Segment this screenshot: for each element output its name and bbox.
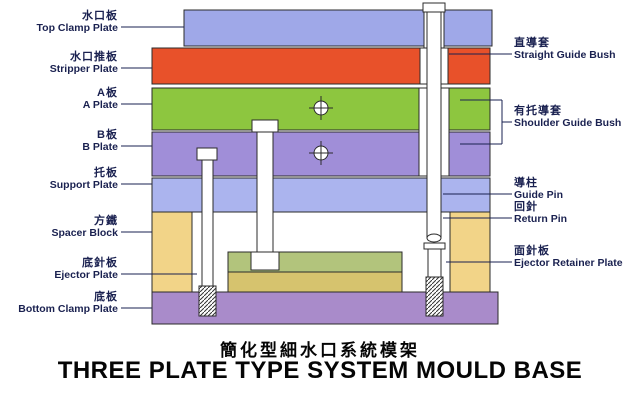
label-return-pin: 回針 Return Pin	[514, 201, 640, 225]
guide-pin-tip	[426, 233, 442, 243]
guide-pin-cap	[422, 2, 446, 13]
label-a-plate-en: A Plate	[82, 99, 118, 111]
label-b-plate-zh: B板	[97, 129, 118, 141]
ejector-guide-pillar-base	[250, 251, 280, 271]
label-b-plate: B板 B Plate	[0, 129, 118, 153]
label-spacer-block-en: Spacer Block	[51, 227, 118, 239]
crosshair-marker-b-plate	[309, 141, 333, 165]
label-ejector-retainer-plate: 面針板 Ejector Retainer Plate	[514, 245, 640, 269]
label-shoulder-guide-bush-zh: 有托導套	[514, 105, 562, 117]
return-pin-thread-hatch	[425, 276, 444, 317]
return-pin-shaft	[427, 248, 442, 278]
label-stripper-plate-en: Stripper Plate	[49, 63, 118, 75]
label-return-pin-en: Return Pin	[514, 213, 568, 225]
label-straight-guide-bush-en: Straight Guide Bush	[514, 49, 616, 61]
label-ejector-plate-zh: 底針板	[82, 257, 118, 269]
label-support-plate-zh: 托板	[94, 167, 118, 179]
label-stripper-plate-zh: 水口推板	[70, 51, 118, 63]
label-spacer-block: 方鐵 Spacer Block	[0, 215, 118, 239]
label-top-clamp-plate-zh: 水口板	[82, 10, 118, 22]
label-guide-pin-zh: 導柱	[514, 177, 538, 189]
crosshair-marker-a-plate	[309, 96, 333, 120]
return-pin-flange	[423, 242, 446, 250]
support-screw-shaft	[201, 159, 214, 287]
label-guide-pin-en: Guide Pin	[514, 189, 564, 201]
spacer-block-right-shape	[449, 211, 491, 293]
ejector-plate-shape	[227, 271, 403, 293]
label-guide-pin: 導柱 Guide Pin	[514, 177, 640, 201]
label-ejector-plate-en: Ejector Plate	[54, 269, 118, 281]
label-support-plate: 托板 Support Plate	[0, 167, 118, 191]
ejector-guide-pillar-shaft	[256, 131, 274, 253]
ejector-guide-pillar-head	[251, 119, 279, 133]
label-a-plate: A板 A Plate	[0, 87, 118, 111]
label-bottom-clamp-plate: 底板 Bottom Clamp Plate	[0, 291, 118, 315]
label-spacer-block-zh: 方鐵	[94, 215, 118, 227]
label-return-pin-zh: 回針	[514, 201, 538, 213]
label-ejector-plate: 底針板 Ejector Plate	[0, 257, 118, 281]
label-top-clamp-plate-en: Top Clamp Plate	[36, 22, 118, 34]
support-screw-head	[196, 147, 218, 161]
label-stripper-plate: 水口推板 Stripper Plate	[0, 51, 118, 75]
label-top-clamp-plate: 水口板 Top Clamp Plate	[0, 10, 118, 34]
label-ejector-retainer-plate-zh: 面針板	[514, 245, 550, 257]
top-clamp-plate-shape	[183, 9, 493, 47]
label-shoulder-guide-bush-en: Shoulder Guide Bush	[514, 117, 622, 129]
leader-lines-left	[121, 26, 197, 309]
label-straight-guide-bush-zh: 直導套	[514, 37, 550, 49]
guide-pin-shaft	[426, 11, 442, 239]
label-support-plate-en: Support Plate	[49, 179, 118, 191]
label-straight-guide-bush: 直導套 Straight Guide Bush	[514, 37, 640, 61]
label-a-plate-zh: A板	[97, 87, 118, 99]
support-screw-thread-hatch	[198, 285, 217, 317]
label-b-plate-en: B Plate	[82, 141, 118, 153]
leader-lines-right	[443, 53, 512, 263]
title-english: THREE PLATE TYPE SYSTEM MOULD BASE	[57, 357, 583, 384]
label-bottom-clamp-plate-zh: 底板	[94, 291, 118, 303]
title-chinese: 簡化型細水口系統模架	[220, 341, 420, 360]
label-bottom-clamp-plate-en: Bottom Clamp Plate	[18, 303, 118, 315]
label-shoulder-guide-bush: 有托導套 Shoulder Guide Bush	[514, 105, 640, 129]
spacer-block-left-shape	[151, 211, 193, 293]
label-ejector-retainer-plate-en: Ejector Retainer Plate	[514, 257, 623, 269]
